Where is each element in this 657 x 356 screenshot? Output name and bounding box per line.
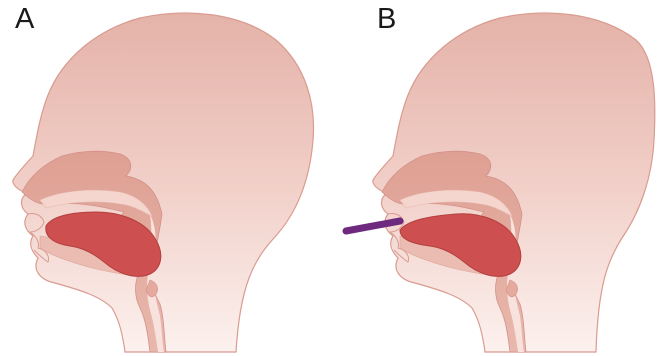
- panel-a: A: [0, 0, 328, 356]
- panel-b: B: [328, 0, 656, 356]
- head-illustration-b: [328, 0, 656, 356]
- head-illustration-a: [0, 0, 328, 356]
